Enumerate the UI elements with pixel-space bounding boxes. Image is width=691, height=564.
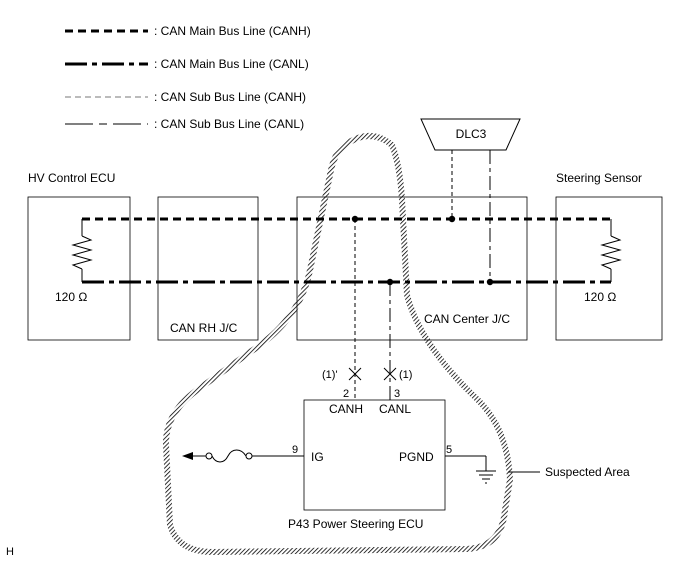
power-steering-ecu-name: P43 Power Steering ECU bbox=[288, 517, 423, 531]
pin-canh-number: 2 bbox=[343, 388, 349, 400]
steering-sensor-title: Steering Sensor bbox=[556, 171, 642, 185]
pin-pgnd-number: 5 bbox=[446, 444, 452, 456]
legend-sub-canl-label: : CAN Sub Bus Line (CANL) bbox=[154, 117, 304, 131]
corner-mark: H bbox=[6, 546, 14, 558]
legend-sub-canh-label: : CAN Sub Bus Line (CANH) bbox=[154, 90, 306, 104]
hv-ecu-box bbox=[27, 196, 131, 341]
power-steering-ecu-box bbox=[303, 399, 446, 511]
canh-break-label: (1)' bbox=[322, 369, 338, 381]
canl-break-label: (1) bbox=[399, 369, 412, 381]
hv-ecu-title: HV Control ECU bbox=[28, 171, 115, 185]
hv-ecu-resistor-value: 120 Ω bbox=[55, 290, 87, 304]
pin-canl-number: 3 bbox=[394, 388, 400, 400]
canl-break-mark: (1) bbox=[383, 367, 412, 381]
legend-main-canl-label: : CAN Main Bus Line (CANL) bbox=[154, 57, 309, 71]
pin-ig-number: 9 bbox=[292, 444, 298, 456]
dlc3-canh-junction bbox=[448, 215, 456, 223]
pin-ig-label: IG bbox=[311, 450, 324, 464]
pin-pgnd-label: PGND bbox=[399, 450, 434, 464]
can-center-jc-box bbox=[296, 196, 528, 341]
fuse-icon bbox=[211, 449, 247, 463]
can-center-jc-label: CAN Center J/C bbox=[424, 312, 510, 326]
suspected-area-label: Suspected Area bbox=[545, 465, 630, 479]
suspected-area-outline bbox=[162, 133, 513, 555]
ps-canh-junction bbox=[351, 215, 359, 223]
dlc3-canl-junction bbox=[486, 278, 494, 286]
can-rh-jc-label: CAN RH J/C bbox=[170, 321, 238, 335]
pgnd-circuit: PGND 5 bbox=[399, 444, 496, 484]
arrow-left-icon bbox=[182, 452, 193, 460]
steering-sensor-resistor-value: 120 Ω bbox=[584, 290, 616, 304]
pin-canl-label: CANL bbox=[379, 402, 411, 416]
can-rh-jc-box bbox=[157, 196, 259, 341]
hv-ecu-resistor: 120 Ω bbox=[55, 219, 93, 304]
dlc3-label: DLC3 bbox=[456, 127, 487, 141]
pin-canh-label: CANH bbox=[329, 402, 363, 416]
canh-break-mark: (1)' bbox=[322, 367, 362, 381]
steering-sensor-box bbox=[555, 196, 663, 341]
dlc3-connector: DLC3 bbox=[420, 118, 521, 151]
ps-canl-junction bbox=[386, 278, 394, 286]
steering-sensor-resistor: 120 Ω bbox=[584, 219, 622, 304]
ig-circuit: 9 IG bbox=[182, 444, 324, 464]
legend: : CAN Main Bus Line (CANH) : CAN Main Bu… bbox=[65, 24, 311, 131]
legend-main-canh-label: : CAN Main Bus Line (CANH) bbox=[154, 24, 311, 38]
ground-icon bbox=[476, 470, 496, 484]
